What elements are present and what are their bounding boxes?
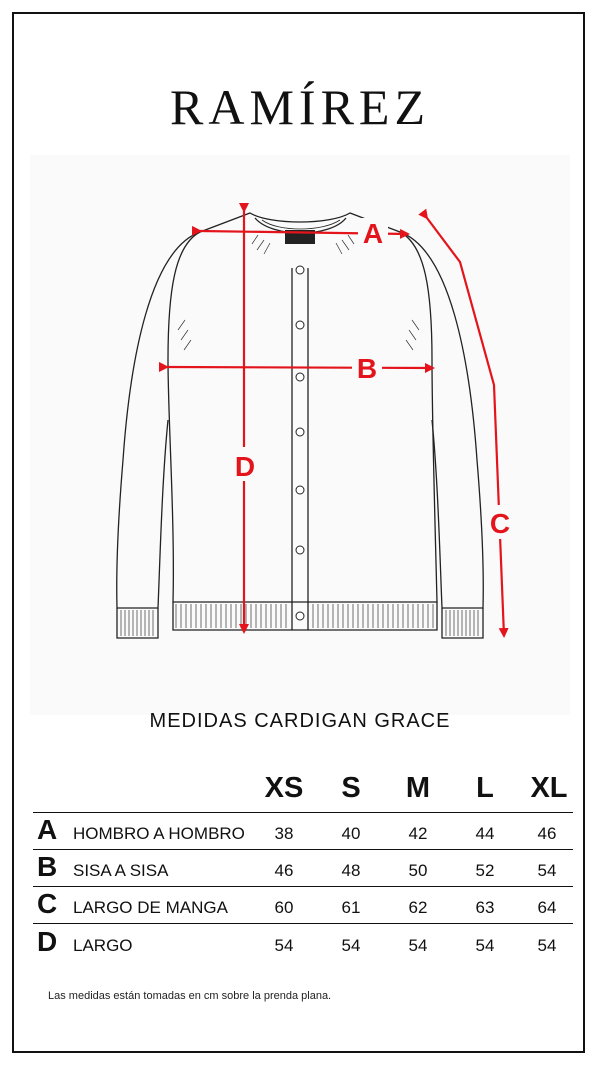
cell-xs: 46 <box>274 861 294 880</box>
table-row-b: B SISA A SISA 46 48 50 52 54 <box>33 851 573 888</box>
garment-illustration: A B D C <box>30 155 570 715</box>
size-header-m: M <box>405 772 431 804</box>
page-frame <box>12 12 585 1053</box>
row-letter: B <box>37 851 58 882</box>
cell-m: 54 <box>408 936 428 955</box>
cell-s: 61 <box>341 898 361 917</box>
table-divider <box>33 812 573 813</box>
cell-xl: 64 <box>537 898 557 917</box>
cell-xs: 54 <box>274 936 294 955</box>
cell-s: 40 <box>341 824 361 843</box>
row-label: SISA A SISA <box>73 861 169 880</box>
chart-subtitle: MEDIDAS CARDIGAN GRACE <box>149 710 451 732</box>
size-header-xs: XS <box>264 772 304 804</box>
cell-xl: 54 <box>537 861 557 880</box>
table-row-d: D LARGO 54 54 54 54 54 <box>33 926 573 963</box>
cell-m: 42 <box>408 824 428 843</box>
label-c: C <box>490 508 510 539</box>
row-label: LARGO DE MANGA <box>73 898 228 917</box>
buttons <box>295 265 305 621</box>
table-row-c: C LARGO DE MANGA 60 61 62 63 64 <box>33 888 573 925</box>
table-divider <box>33 886 573 887</box>
cell-xs: 38 <box>274 824 294 843</box>
table-row-a: A HOMBRO A HOMBRO 38 40 42 44 46 <box>33 814 573 851</box>
cell-s: 54 <box>341 936 361 955</box>
label-a: A <box>363 218 383 249</box>
label-d: D <box>235 451 255 482</box>
arrow-b <box>158 361 435 373</box>
cell-m: 50 <box>408 861 428 880</box>
label-b: B <box>357 353 377 384</box>
row-label: HOMBRO A HOMBRO <box>73 824 245 843</box>
table-divider <box>33 923 573 924</box>
brand-logo: RAMÍREZ <box>170 79 430 135</box>
size-header-s: S <box>341 772 361 804</box>
cardigan-outline <box>116 212 484 639</box>
measurement-arrows <box>158 203 509 638</box>
row-letter: C <box>37 888 58 919</box>
size-header-l: L <box>476 772 494 804</box>
cell-l: 52 <box>475 861 495 880</box>
measurement-note: Las medidas están tomadas en cm sobre la… <box>48 990 332 1002</box>
cell-l: 54 <box>475 936 495 955</box>
row-label: LARGO <box>73 936 133 955</box>
cell-xs: 60 <box>274 898 294 917</box>
arrow-c <box>418 208 509 638</box>
cell-l: 63 <box>475 898 495 917</box>
cell-l: 44 <box>475 824 495 843</box>
cell-m: 62 <box>408 898 428 917</box>
size-header-xl: XL <box>530 772 568 804</box>
table-divider <box>33 849 573 850</box>
cell-xl: 46 <box>537 824 557 843</box>
cardigan-diagram: A B D C <box>116 203 515 639</box>
cell-s: 48 <box>341 861 361 880</box>
row-letter: D <box>37 926 58 957</box>
row-letter: A <box>37 814 58 845</box>
cell-xl: 54 <box>537 936 557 955</box>
